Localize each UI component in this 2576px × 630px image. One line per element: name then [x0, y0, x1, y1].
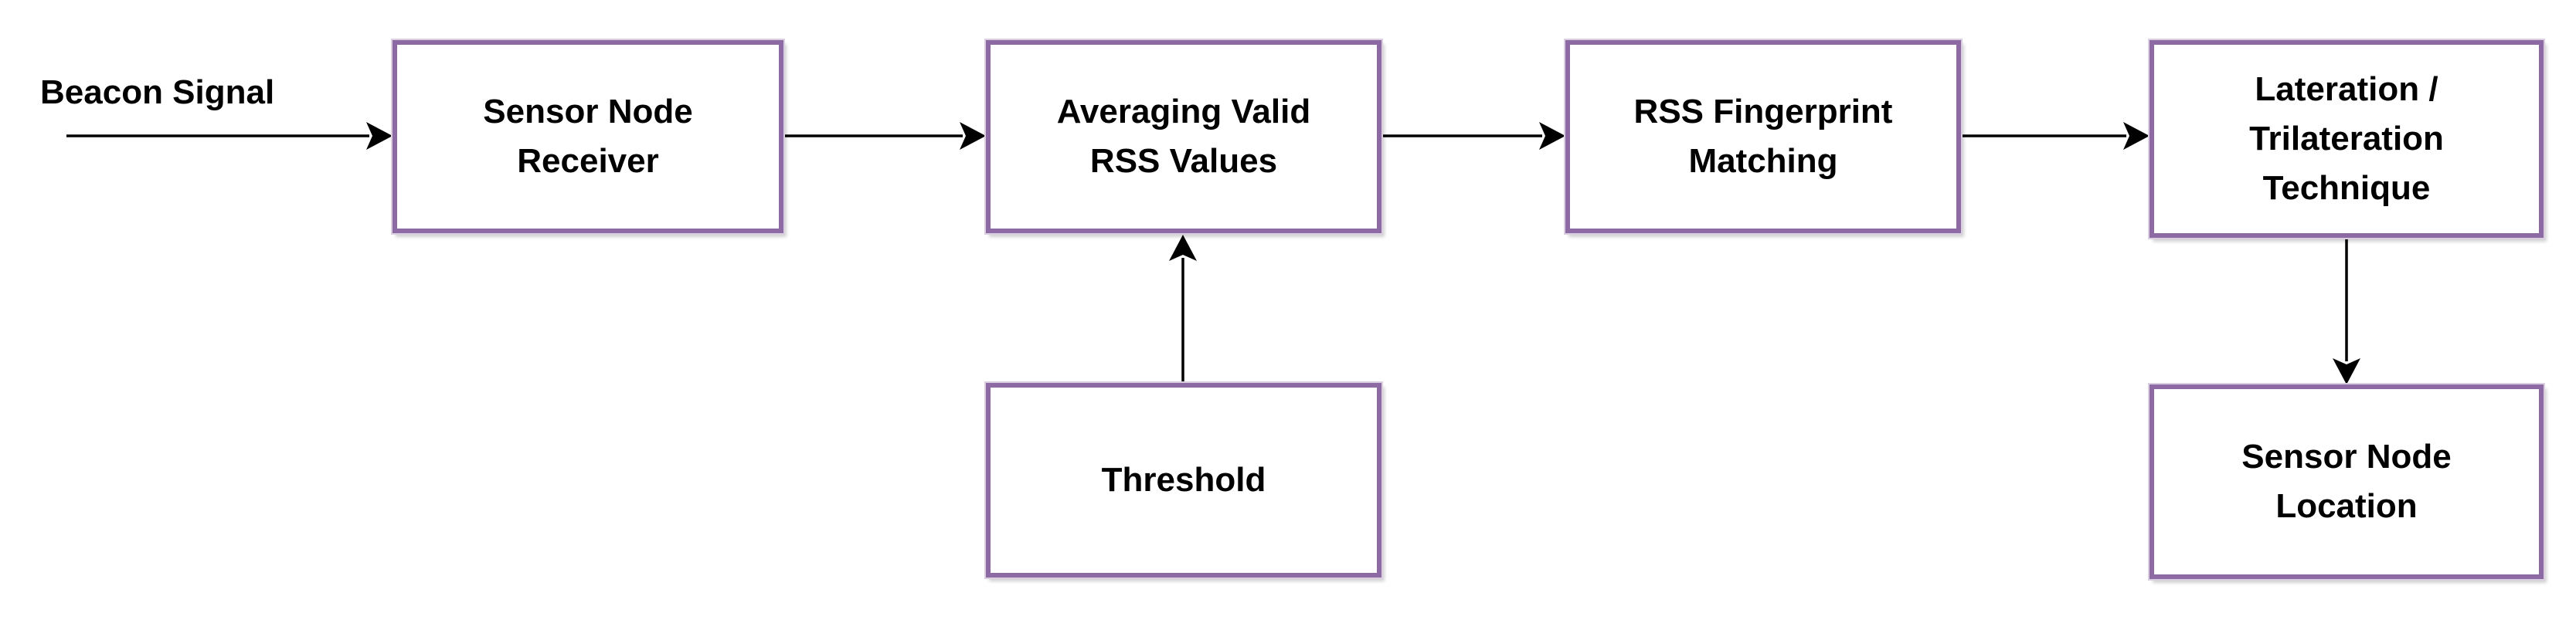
- arrow-averaging-to-fingerprint: [1380, 122, 1565, 150]
- beacon-signal-label: Beacon Signal: [40, 73, 275, 111]
- arrow-beacon-to-receiver: [66, 122, 393, 150]
- lateration-label: Lateration / Trilateration Technique: [2249, 70, 2444, 207]
- arrow-threshold-to-averaging: [1169, 235, 1197, 383]
- lateration-box: Lateration / Trilateration Technique: [2149, 40, 2544, 238]
- sensor-node-location-label: Sensor Node Location: [2241, 438, 2452, 525]
- arrow-lateration-to-location: [2333, 238, 2360, 384]
- sensor-node-receiver-box: Sensor Node Receiver: [393, 40, 783, 233]
- arrow-fingerprint-to-lateration: [1959, 122, 2149, 150]
- rss-fingerprint-box: RSS Fingerprint Matching: [1565, 40, 1961, 233]
- sensor-node-location-box: Sensor Node Location: [2149, 384, 2544, 579]
- arrow-receiver-to-averaging: [782, 122, 986, 150]
- threshold-label: Threshold: [1101, 461, 1266, 499]
- sensor-node-receiver-label: Sensor Node Receiver: [483, 93, 693, 180]
- threshold-box: Threshold: [986, 383, 1381, 578]
- rss-fingerprint-label: RSS Fingerprint Matching: [1633, 93, 1893, 180]
- averaging-rss-label: Averaging Valid RSS Values: [1056, 93, 1311, 180]
- averaging-rss-box: Averaging Valid RSS Values: [986, 40, 1381, 233]
